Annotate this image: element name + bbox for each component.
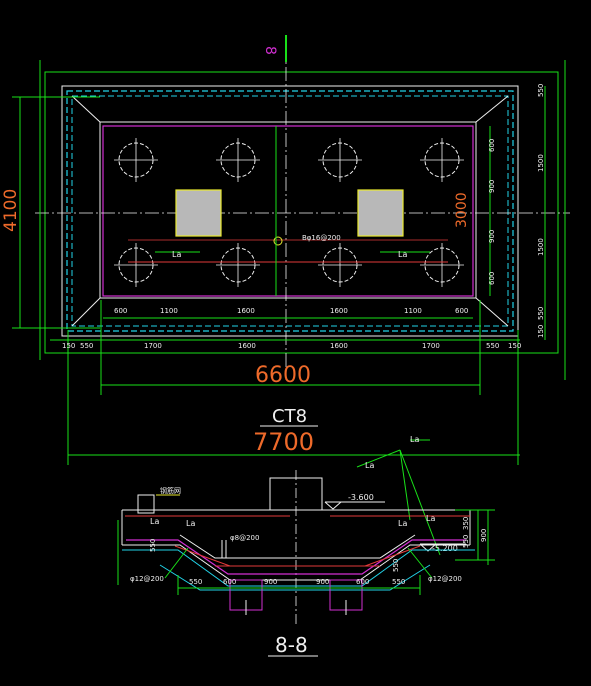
section-title: 8-8 [275, 633, 308, 657]
dimension-label: 600 [455, 307, 468, 315]
bevel-line [71, 95, 101, 123]
dimension-label: 900 [488, 180, 496, 193]
section-view: La La -3.600 -5.200 La [117, 435, 495, 657]
rebar-profile [126, 539, 466, 575]
height-label-4100: 4100 [1, 189, 21, 232]
elevation-bottom: -5.200 [432, 544, 458, 553]
dimension-label: 1700 [144, 342, 162, 350]
leader-line [399, 449, 411, 521]
dimension-label: 550 [486, 342, 499, 350]
rebar-note: Bφ16@200 [302, 234, 341, 242]
outer-dimension-frame [44, 71, 559, 354]
elevation-marker-top [324, 501, 342, 510]
dimension-label: 350 [462, 517, 470, 530]
dimension-label: 1600 [238, 342, 256, 350]
la-label-right: La [398, 250, 407, 259]
dimension-label: 1600 [237, 307, 255, 315]
plan-right-outer-dims: 550 1500 1500 550 150 [537, 84, 545, 338]
dimension-label: 900 [264, 578, 277, 586]
la-label-left2-section: La [186, 519, 195, 528]
rebar-line [364, 545, 421, 567]
dimension-label: 600 [114, 307, 127, 315]
dimension-label: 900 [480, 529, 488, 542]
left-rebar-note: φ12@200 [130, 575, 164, 583]
bevel-line [475, 297, 509, 327]
column-right [357, 189, 404, 237]
plan-bottom-dims: 150 550 1700 1600 1600 1700 550 150 [62, 342, 521, 350]
pile-cap-outline [102, 125, 474, 297]
section-piles [229, 579, 363, 615]
dimension-label: 600 [356, 578, 369, 586]
la-label-top: La [410, 435, 419, 444]
overall-label-7700: 7700 [253, 428, 314, 456]
dimension-label: 150 [508, 342, 521, 350]
bevel-line [475, 95, 509, 123]
dimension-label: 550 [392, 578, 405, 586]
cap-outline [61, 85, 519, 337]
dimension-label: 600 [488, 272, 496, 285]
section-right-dims: 550 350 900 [462, 517, 488, 548]
dimension-label: 1500 [537, 154, 545, 172]
plan-top-dims: 600 1100 1600 1600 1100 600 [114, 307, 468, 315]
pit-bottom-outline [99, 121, 477, 299]
dimension-label: 1100 [404, 307, 422, 315]
rebar-line [174, 545, 231, 567]
width-label-6600: 6600 [255, 363, 311, 388]
dimension-label: 900 [316, 578, 329, 586]
la-label-right-section: La [398, 519, 407, 528]
dimension-label: 550 [537, 84, 545, 97]
inner-width-label-3000: 3000 [454, 192, 470, 228]
dimension-label: 600 [488, 139, 496, 152]
top-note: 钢筋网 [160, 486, 181, 495]
cushion-inner-dashed [71, 95, 509, 327]
dimension-label: 600 [223, 578, 236, 586]
dimension-label: 550 [537, 307, 545, 320]
mid-rebar-note: φ8@200 [230, 534, 259, 542]
column-left [175, 189, 222, 237]
pit-profile-inner [179, 534, 416, 559]
cushion-profile [122, 549, 475, 587]
dimension-label: 1100 [160, 307, 178, 315]
note-leader [164, 547, 189, 579]
la-label-right2-section: La [426, 514, 435, 523]
dimension-label: 1600 [330, 307, 348, 315]
dimension-label: 1600 [330, 342, 348, 350]
right-rebar-note: φ12@200 [428, 575, 462, 583]
note-box [137, 494, 155, 514]
elevation-marker-bottom [419, 543, 437, 552]
pit-profile-outer [122, 544, 470, 581]
la-label-left-section: La [150, 517, 159, 526]
leader-line [399, 449, 441, 556]
note-leader [407, 547, 433, 579]
cushion-profile [159, 564, 431, 591]
plan-title: CT8 [272, 406, 307, 427]
dimension-label: 1700 [422, 342, 440, 350]
depth-left: 550 [149, 539, 157, 552]
dimension-label: 150 [62, 342, 75, 350]
dimension-label: 550 [189, 578, 202, 586]
piles-group [114, 138, 464, 287]
la-label-middle: La [365, 461, 374, 470]
la-label-left: La [172, 250, 181, 259]
bevel-line [71, 297, 101, 327]
dimension-label: 550 [80, 342, 93, 350]
dimension-label: 550 [462, 535, 470, 548]
dimension-label: 150 [537, 325, 545, 338]
section-marker-label: 8 [262, 46, 278, 55]
la-leader-section [356, 449, 401, 468]
dimension-label: 900 [488, 230, 496, 243]
depth-right: 550 [392, 559, 400, 572]
section-bottom-dims: 550 600 900 900 600 550 [189, 578, 405, 586]
dimension-label: 1500 [537, 238, 545, 256]
rebar-marker-icon [273, 236, 283, 246]
cushion-edge-dashed [66, 90, 514, 332]
plan-right-inner-dims: 600 900 900 600 [488, 139, 496, 285]
elevation-top: -3.600 [348, 493, 374, 502]
